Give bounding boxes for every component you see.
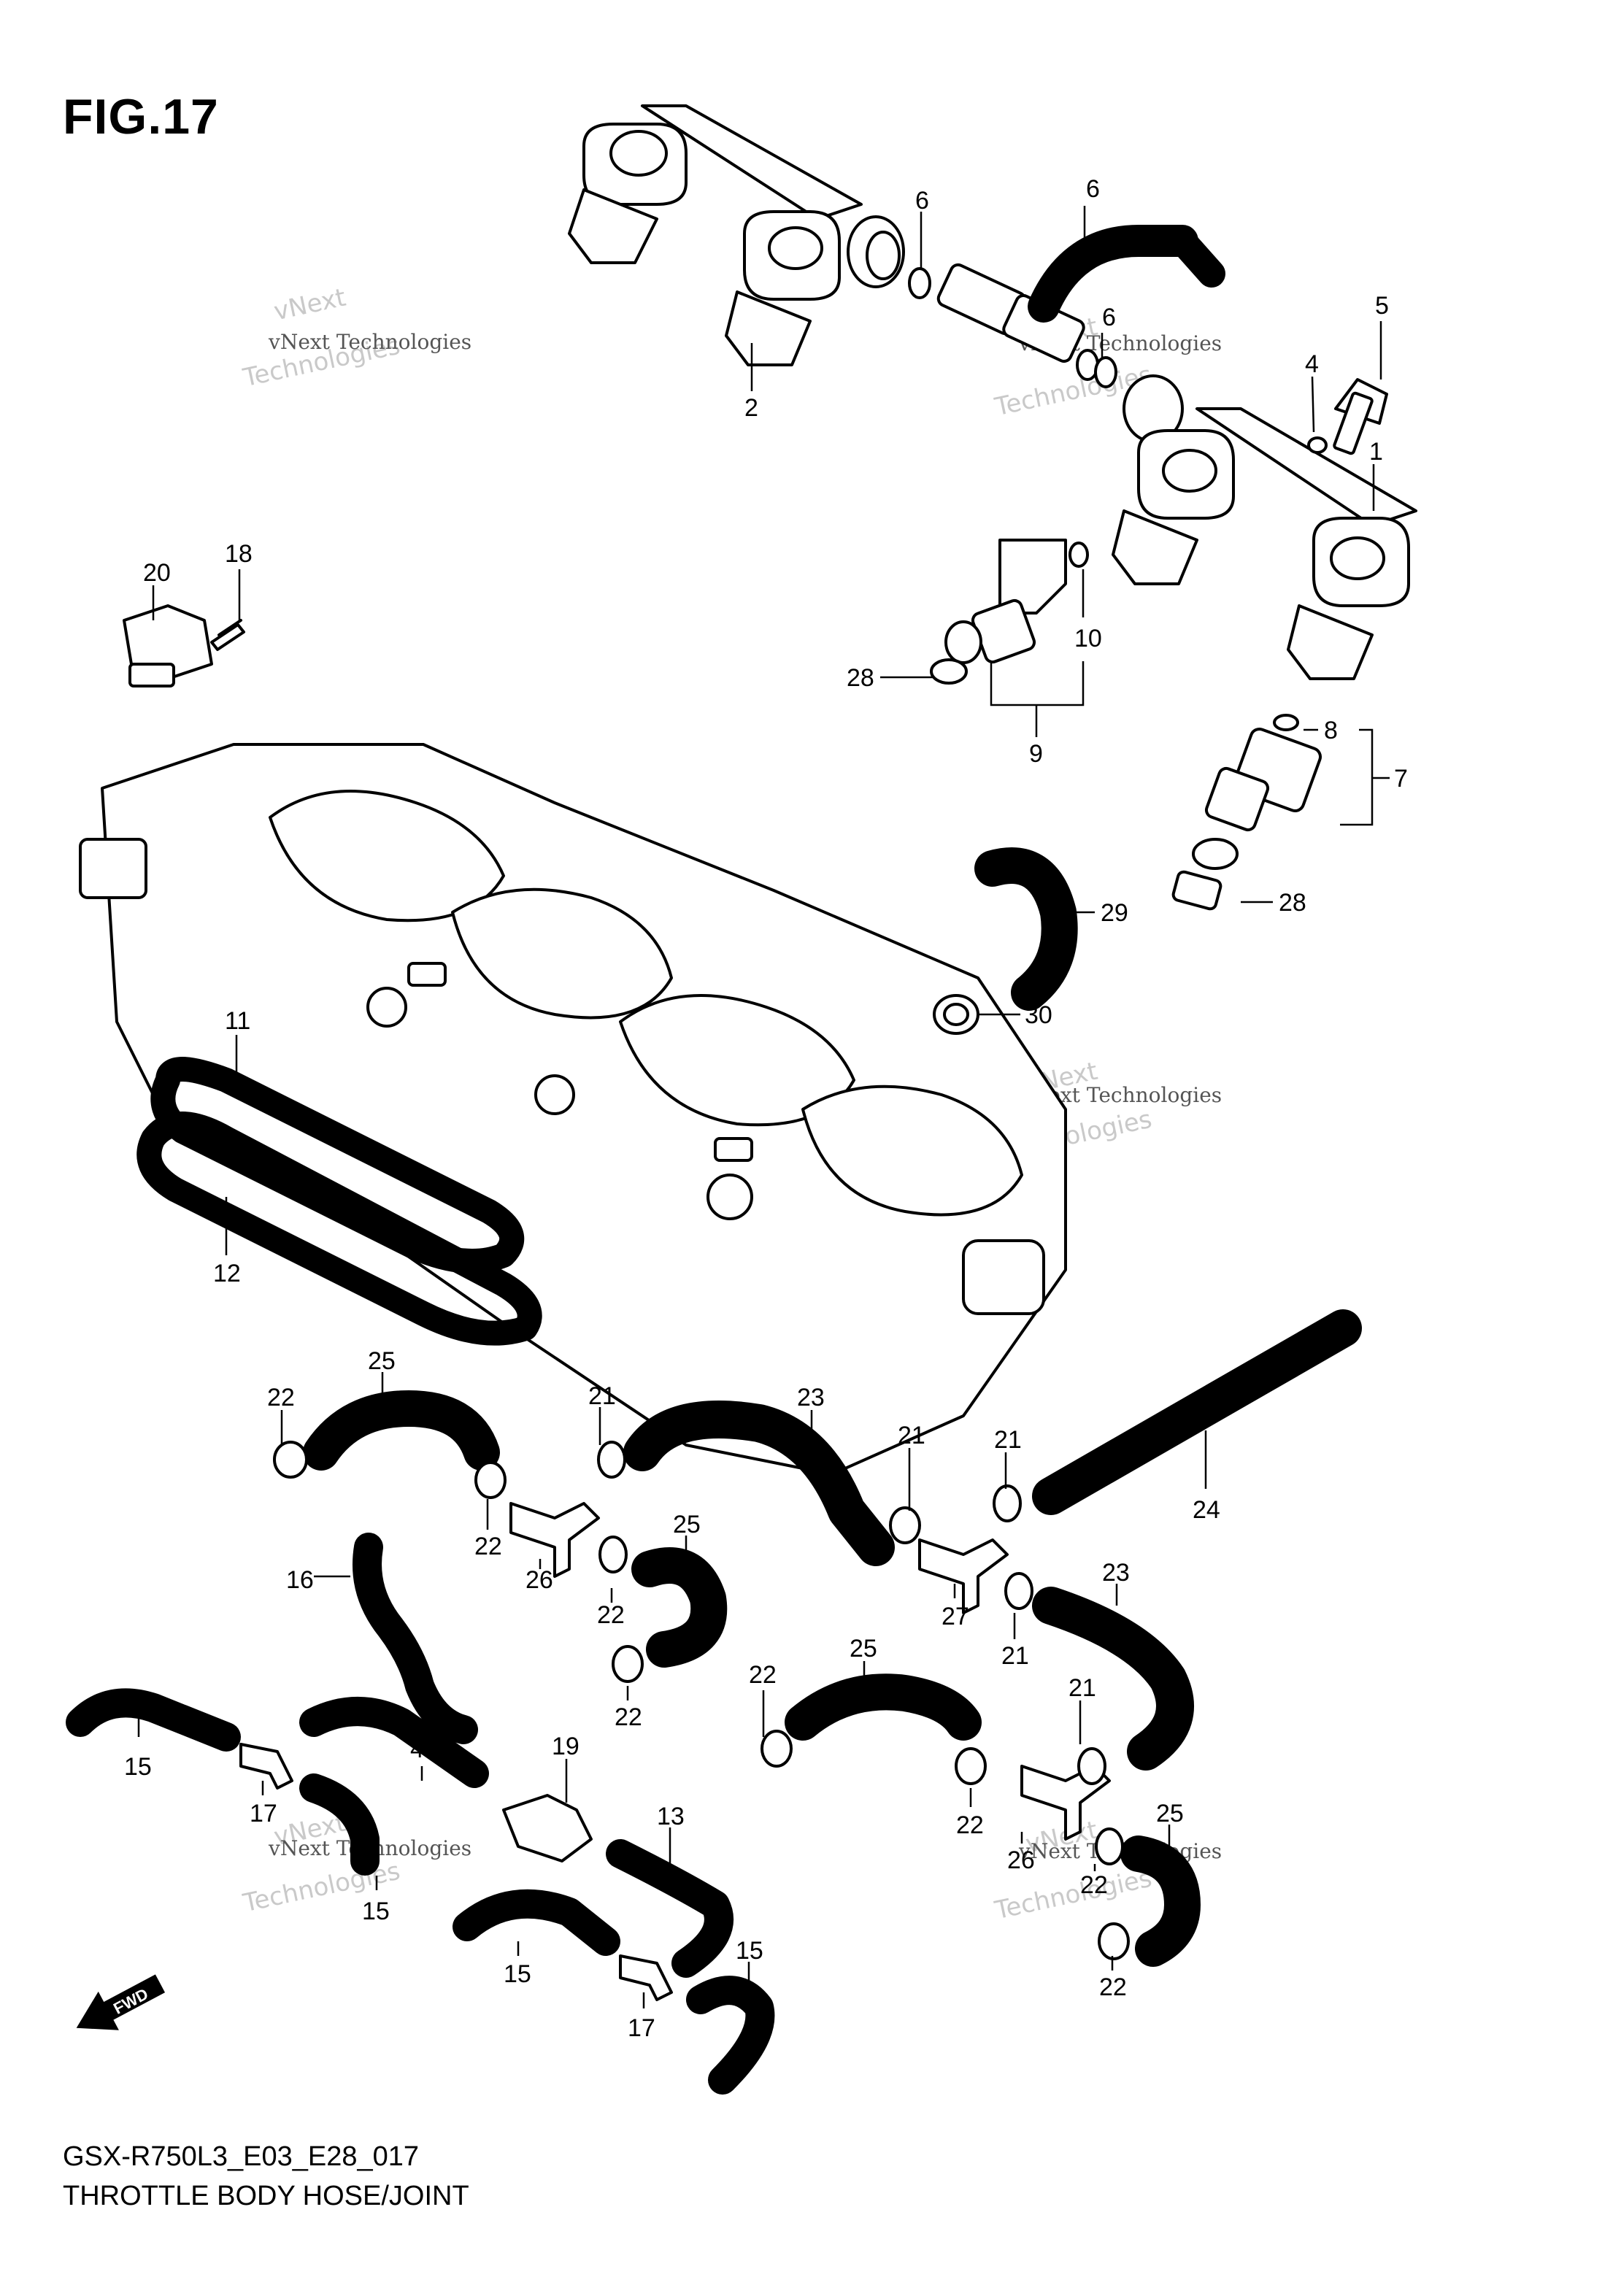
injector-lower [1171,714,1322,911]
callout-22: 22 [267,1384,295,1411]
callout-27: 27 [942,1603,969,1630]
leader-lines [137,206,1390,2008]
callout-18: 18 [225,540,253,568]
joint-pipe [908,225,1225,388]
callout-13: 13 [657,1803,685,1830]
callout-25: 25 [1156,1800,1184,1827]
callout-15: 15 [124,1753,152,1781]
joint-27 [918,1538,1009,1614]
hose-23-a [623,1401,895,1566]
joint-26-a [509,1502,600,1578]
callout-4: 4 [1305,350,1319,378]
callout-10: 10 [1074,625,1102,652]
joint-19 [502,1794,593,1862]
forward-direction-badge: FWD [76,1974,166,2030]
delivery-pipe-upper [568,104,905,366]
callout-6-lower: 6 [1102,304,1116,331]
callout-21: 21 [994,1426,1022,1454]
hose-15-c [453,1889,620,1956]
callout-17: 17 [250,1800,277,1827]
callout-26: 26 [525,1566,553,1594]
joint-17-b [619,1954,673,2001]
figure-name: THROTTLE BODY HOSE/JOINT [63,2181,469,2211]
callout-16: 16 [286,1566,314,1594]
callout-25: 25 [368,1347,396,1375]
callout-21: 21 [1001,1642,1029,1670]
figure-title: FIG.17 [63,89,219,145]
callout-labels: 6 6 6 2 5 4 1 20 18 10 28 9 8 7 28 29 30… [124,175,1408,2042]
callout-1: 1 [1369,438,1383,466]
hose-15-b [299,1773,380,1876]
callout-19: 19 [552,1733,580,1760]
callout-30: 30 [1025,1001,1052,1029]
callout-17: 17 [628,2014,655,2042]
callout-23: 23 [1102,1559,1130,1587]
callout-22: 22 [956,1811,984,1839]
hose-13 [606,1839,734,1978]
hose-25-b [631,1547,728,1668]
hose-24 [1032,1309,1362,1515]
callout-20: 20 [143,559,171,587]
callout-24: 24 [1193,1496,1220,1524]
callout-8: 8 [1324,717,1338,744]
clamp-group [273,1441,1130,1960]
delivery-pipe-lower [1112,374,1417,680]
hose-14 [299,1697,489,1788]
callout-12: 12 [213,1260,241,1287]
callout-21: 21 [588,1382,616,1410]
callout-5: 5 [1375,292,1389,320]
callout-28-upper: 28 [847,664,874,692]
callout-26: 26 [1007,1846,1035,1874]
callout-21: 21 [1069,1674,1096,1702]
clamp-30 [933,994,979,1035]
hose-25-d [1120,1835,1201,1967]
callout-7: 7 [1394,765,1408,793]
hose-15-a [66,1688,241,1752]
callout-22: 22 [474,1533,502,1560]
hose-25-a [303,1390,500,1471]
callout-2: 2 [744,394,758,422]
callout-11: 11 [225,1007,250,1035]
callout-29: 29 [1101,899,1128,927]
callout-21: 21 [898,1422,925,1449]
hose-25-c [785,1673,982,1741]
callout-22: 22 [1080,1871,1108,1899]
callout-22: 22 [749,1661,777,1689]
hose-16 [353,1533,478,1744]
callout-23: 23 [797,1384,825,1411]
hose-12 [136,1112,542,1346]
joint-17-a [239,1743,293,1790]
callout-6: 6 [915,187,929,215]
callout-25: 25 [850,1635,877,1663]
map-sensor [123,604,245,687]
callout-22: 22 [597,1601,625,1629]
injector-upper [930,539,1089,685]
watermark-company: vNext Technologies [268,330,471,354]
callout-28-lower: 28 [1279,889,1306,917]
callout-15: 15 [362,1898,390,1925]
callout-22: 22 [1099,1973,1127,2001]
callout-22: 22 [615,1703,642,1731]
hose-15-d [686,1976,775,2095]
bolt-assembly [1307,378,1388,455]
callout-15: 15 [504,1960,531,1988]
callout-9: 9 [1029,740,1043,768]
throttle-body [79,743,1067,1476]
callout-15: 15 [736,1937,763,1965]
watermark-word1: vNext [272,283,348,327]
hose-29 [974,847,1078,1011]
callout-3: 6 [1086,175,1100,203]
figure-code: GSX-R750L3_E03_E28_017 [63,2141,420,2172]
hose-23-b [1032,1587,1194,1771]
callout-25: 25 [673,1511,701,1538]
callout-14: 4 [410,1736,424,1763]
